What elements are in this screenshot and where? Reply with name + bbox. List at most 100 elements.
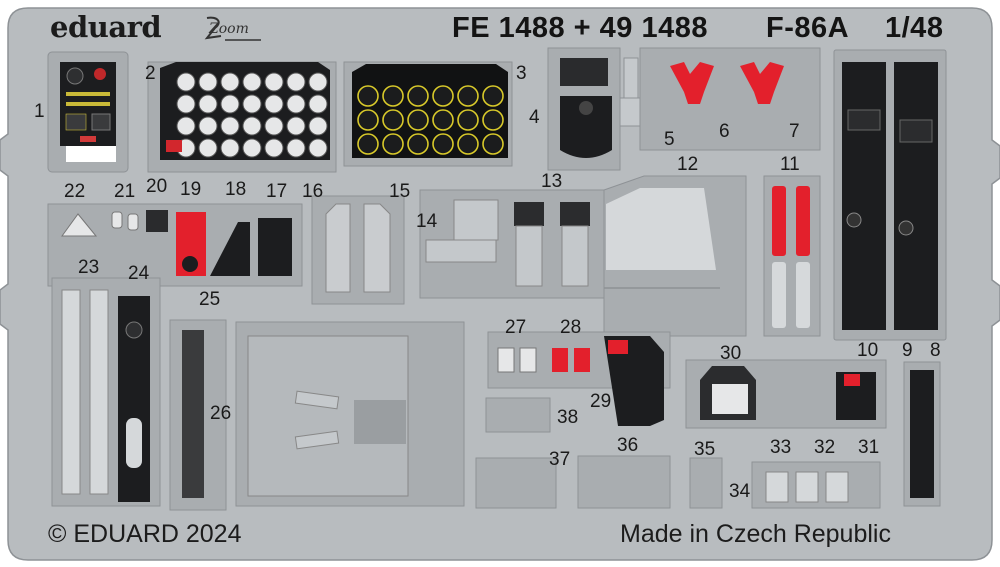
zoom-logo-icon [204, 16, 261, 41]
part-number: 19 [180, 179, 202, 200]
part-2-instrument-panel-left [147, 61, 337, 173]
instrument-dial-icon [308, 72, 328, 92]
zoom-label: Zoom [209, 21, 249, 37]
instrument-dial-icon [357, 133, 379, 155]
instrument-dial-icon [382, 85, 404, 107]
part-number: 23 [78, 257, 100, 278]
part-1-side-console [47, 51, 129, 173]
instrument-dial-icon [242, 72, 262, 92]
part-number: 1 [34, 101, 45, 122]
origin-label: Made in Czech Republic [620, 520, 891, 548]
instrument-dial-icon [308, 138, 328, 158]
part-number: 25 [199, 289, 221, 310]
part-number: 27 [505, 317, 527, 338]
part-number: 14 [416, 211, 438, 232]
part-number: 24 [128, 263, 150, 284]
part-30-33-small-parts [685, 359, 887, 429]
part-number: 28 [560, 317, 582, 338]
part-15-16-side-panels [311, 195, 405, 305]
instrument-dial-icon [242, 138, 262, 158]
part-number: 7 [789, 121, 800, 142]
instrument-dial-icon [242, 116, 262, 136]
part-number: 10 [857, 340, 879, 361]
part-11-red-straps [763, 175, 821, 337]
part-number: 36 [617, 435, 639, 456]
instrument-dial-icon [432, 133, 454, 155]
part-4-lower-panel [547, 47, 621, 171]
aircraft-type: F-86A [766, 12, 850, 44]
instrument-dial-icon [198, 72, 218, 92]
instrument-dial-icon [220, 94, 240, 114]
part-number: 32 [814, 437, 836, 458]
instrument-dial-icon [482, 133, 504, 155]
part-number: 18 [225, 179, 247, 200]
instrument-dial-icon [357, 85, 379, 107]
instrument-dial-icon [286, 72, 306, 92]
part-number: 30 [720, 343, 742, 364]
instrument-dial-icon [308, 94, 328, 114]
instrument-dial-icon [176, 116, 196, 136]
part-number: 8 [930, 340, 941, 361]
instrument-dial-icon [264, 94, 284, 114]
part-number: 9 [902, 340, 913, 361]
instrument-dial-icon [286, 138, 306, 158]
instrument-dial-icon [357, 109, 379, 131]
part-27-29-small-switches [487, 331, 671, 426]
instrument-dial-icon [457, 85, 479, 107]
part-number: 2 [145, 63, 156, 84]
instrument-dial-icon [264, 72, 284, 92]
scale: 1/48 [885, 12, 944, 44]
eduard-logo: eduard [50, 10, 162, 44]
part-number: 4 [529, 107, 540, 128]
part-number: 26 [210, 403, 232, 424]
instrument-dial-icon [482, 85, 504, 107]
instrument-dial-icon [264, 138, 284, 158]
part-number: 3 [516, 63, 527, 84]
part-25-26-rail [169, 319, 227, 511]
instrument-dial-icon [482, 109, 504, 131]
part-number: 20 [146, 176, 168, 197]
instrument-dial-icon [176, 72, 196, 92]
part-number: 13 [541, 171, 563, 192]
part-17-22-small-parts [47, 203, 303, 287]
part-number: 33 [770, 437, 792, 458]
part-number: 5 [664, 129, 675, 150]
part-number: 11 [780, 154, 800, 175]
instrument-dial-icon [198, 138, 218, 158]
instrument-dial-icon [382, 133, 404, 155]
instrument-dial-icon [286, 116, 306, 136]
copyright: © EDUARD 2024 [48, 520, 242, 548]
part-number: 34 [729, 481, 751, 502]
part-13-14-seat-parts [419, 189, 605, 299]
part-3-instrument-panel-right [343, 61, 513, 167]
part-number: 35 [694, 439, 716, 460]
part-number: 21 [114, 181, 136, 202]
instrument-dial-icon [220, 72, 240, 92]
instrument-dial-icon [242, 94, 262, 114]
part-12-large-panel [603, 175, 747, 337]
instrument-dial-icon [407, 85, 429, 107]
part-number: 15 [389, 181, 411, 202]
part-number: 31 [858, 437, 880, 458]
instrument-dial-icon [176, 94, 196, 114]
part-number: 22 [64, 181, 86, 202]
set-codes: FE 1488 + 49 1488 [452, 12, 709, 44]
instrument-dial-icon [264, 116, 284, 136]
part-number: 17 [266, 181, 288, 202]
part-number: 6 [719, 121, 730, 142]
instrument-dial-icon [286, 94, 306, 114]
instrument-dial-icon [220, 116, 240, 136]
instrument-dial-icon [198, 94, 218, 114]
part-8-9-10-console-panels [833, 49, 947, 507]
instrument-dial-icon [407, 109, 429, 131]
part-number: 38 [557, 407, 579, 428]
part-23-24-tall-strips [51, 277, 161, 507]
part-number: 29 [590, 391, 612, 412]
part-5-6-7-red-parts [619, 47, 821, 151]
part-floor-panel [235, 321, 465, 507]
part-34-38-lower-parts [475, 397, 881, 509]
instrument-dial-icon [198, 116, 218, 136]
instrument-dial-icon [457, 133, 479, 155]
instrument-dial-icon [457, 109, 479, 131]
